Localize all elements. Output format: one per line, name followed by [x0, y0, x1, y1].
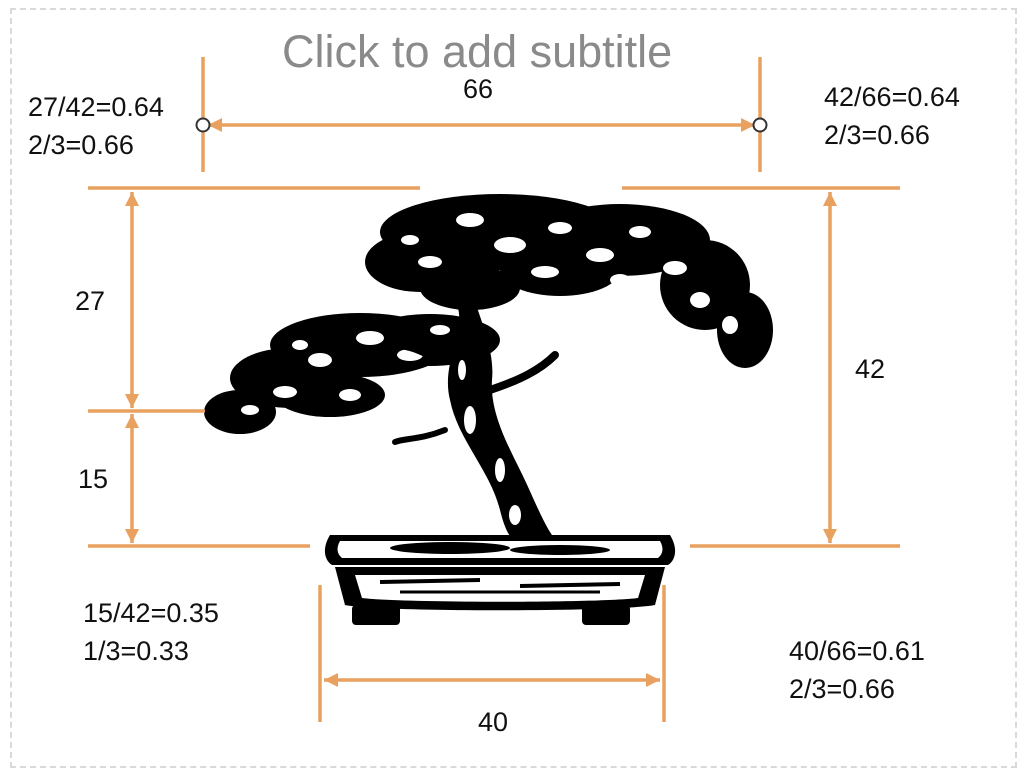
subtitle-placeholder[interactable]: Click to add subtitle [282, 26, 673, 77]
trunk-texture [458, 360, 521, 525]
arrowhead-upper-bottom [125, 394, 139, 408]
arrowhead-upper-top [125, 192, 139, 206]
bottom-width-label: 40 [478, 707, 509, 737]
bonsai-tree-icon [204, 194, 773, 625]
ratio-top-left-line1: 27/42=0.64 [28, 92, 164, 122]
top-width-label: 66 [463, 74, 494, 104]
arrowhead-total-bottom [823, 529, 837, 543]
arrowhead-top-right [741, 118, 755, 132]
ratio-bottom-left-line1: 15/42=0.35 [83, 598, 219, 628]
connector-handles [195, 117, 768, 133]
arrowhead-lower-bottom [125, 529, 139, 543]
arrowhead-total-top [823, 192, 837, 206]
canopy-highlights [241, 213, 738, 415]
arrowhead-bottom-left [324, 673, 338, 687]
arrowhead-bottom-right [646, 673, 660, 687]
trunk [391, 242, 560, 545]
ratio-top-right-line1: 42/66=0.64 [824, 82, 960, 112]
ratio-bottom-left-line2: 1/3=0.33 [83, 636, 189, 666]
bonsai-pot [324, 535, 676, 625]
measurement-lines [88, 57, 900, 722]
lower-height-label: 15 [78, 464, 109, 494]
arrowhead-top-left [208, 118, 222, 132]
ratio-top-right-line2: 2/3=0.66 [824, 120, 930, 150]
upper-height-label: 27 [75, 286, 106, 316]
line-handle-right [752, 117, 768, 133]
arrowhead-lower-top [125, 414, 139, 428]
arrowheads [125, 118, 837, 687]
ratio-bottom-right-line2: 2/3=0.66 [789, 674, 895, 704]
line-handle-left [195, 117, 211, 133]
ratio-bottom-right-line1: 40/66=0.61 [789, 636, 925, 666]
ratio-top-left-line2: 2/3=0.66 [28, 130, 134, 160]
total-height-label: 42 [855, 354, 886, 384]
lower-canopy [204, 313, 500, 434]
upper-canopy [365, 194, 773, 368]
